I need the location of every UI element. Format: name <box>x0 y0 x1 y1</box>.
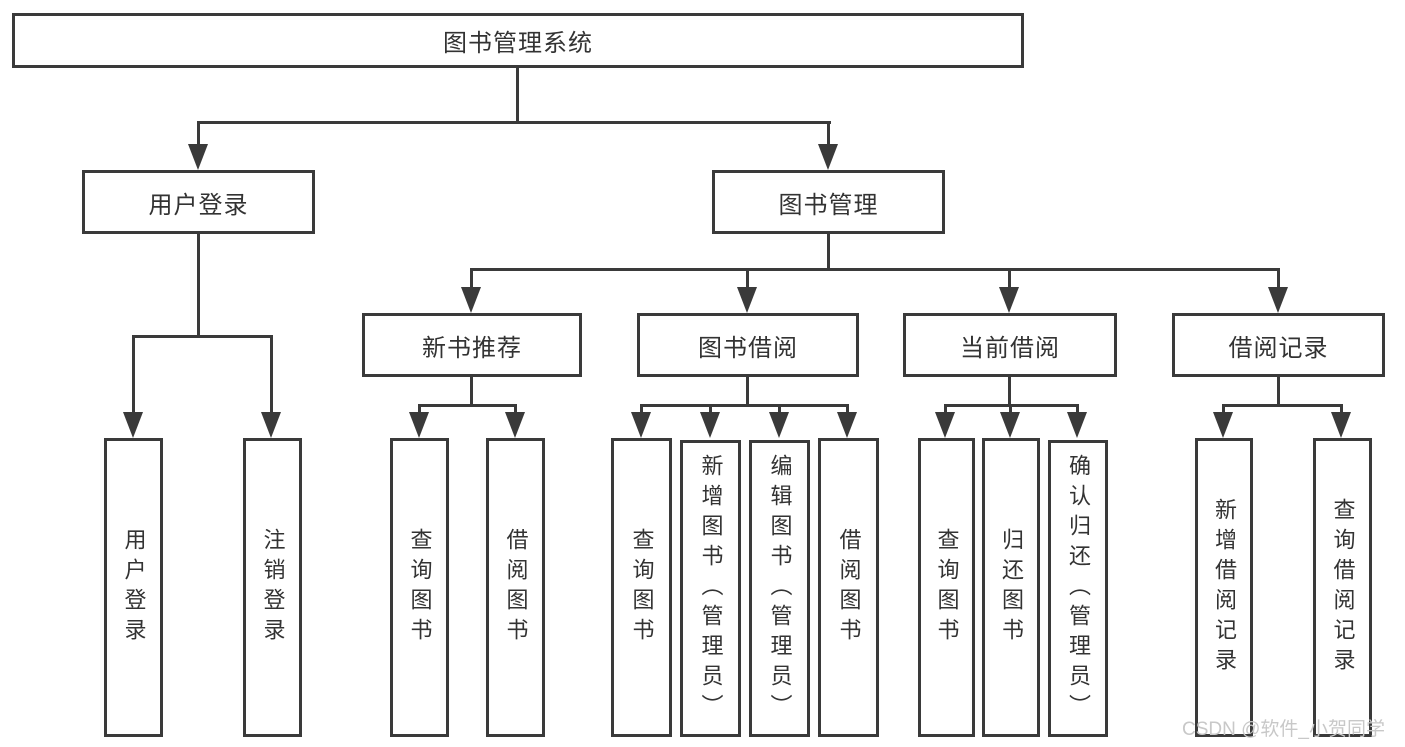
leaf-records-add-record-label: 新增借阅记录 <box>1212 497 1237 678</box>
arrow-down-icon <box>1331 412 1351 438</box>
arrow-down-icon <box>999 287 1019 313</box>
node-new-book-recommend-label: 新书推荐 <box>422 334 522 362</box>
connector-line <box>132 335 135 417</box>
connector-line <box>1340 404 1343 416</box>
node-root: 图书管理系统 <box>12 13 1024 68</box>
connector-line <box>746 377 749 406</box>
node-borrow-records: 借阅记录 <box>1172 313 1385 377</box>
csdn-watermark: CSDN @软件_小贺同学 <box>1182 719 1385 740</box>
connector-line <box>514 404 517 416</box>
connector-line <box>1277 268 1280 292</box>
connector-line <box>197 234 200 337</box>
leaf-current-return-books: 归还图书 <box>982 438 1040 737</box>
leaf-current-query-books-label: 查询图书 <box>934 527 960 648</box>
arrow-down-icon <box>461 287 481 313</box>
connector-line <box>197 121 831 124</box>
leaf-borrow-borrow-books-label: 借阅图书 <box>836 527 862 648</box>
connector-line <box>470 377 473 406</box>
connector-line <box>270 335 273 417</box>
leaf-records-query-record: 查询借阅记录 <box>1313 438 1372 737</box>
leaf-logout-label: 注销登录 <box>260 527 286 648</box>
leaf-user-login-label: 用户登录 <box>121 527 147 648</box>
arrow-down-icon <box>737 287 757 313</box>
connector-line <box>1008 268 1011 292</box>
leaf-newbooks-query-books-label: 查询图书 <box>407 527 433 648</box>
connector-line <box>418 404 421 416</box>
node-new-book-recommend: 新书推荐 <box>362 313 582 377</box>
connector-line <box>746 268 749 292</box>
arrow-down-icon <box>505 412 525 438</box>
connector-line <box>827 121 830 149</box>
node-book-management: 图书管理 <box>712 170 945 234</box>
connector-line <box>778 404 781 416</box>
leaf-records-add-record: 新增借阅记录 <box>1195 438 1253 737</box>
node-user-login: 用户登录 <box>82 170 315 234</box>
leaf-borrow-borrow-books: 借阅图书 <box>818 438 879 737</box>
leaf-newbooks-borrow-books: 借阅图书 <box>486 438 545 737</box>
leaf-current-query-books: 查询图书 <box>918 438 975 737</box>
connector-line <box>846 404 849 416</box>
arrow-down-icon <box>818 144 838 170</box>
node-current-borrowing: 当前借阅 <box>903 313 1117 377</box>
connector-line <box>132 335 273 338</box>
arrow-down-icon <box>409 412 429 438</box>
connector-line <box>1222 404 1343 407</box>
node-borrow-records-label: 借阅记录 <box>1228 334 1329 362</box>
connector-line <box>944 404 947 416</box>
connector-line <box>827 234 830 270</box>
connector-line <box>640 404 849 407</box>
node-book-management-label: 图书管理 <box>778 191 879 219</box>
node-user-login-label: 用户登录 <box>148 191 249 219</box>
leaf-borrow-edit-books-admin: 编辑图书（管理员） <box>749 440 810 737</box>
leaf-borrow-add-books-admin: 新增图书（管理员） <box>680 440 741 737</box>
arrow-down-icon <box>1067 412 1087 438</box>
leaf-borrow-query-books-label: 查询图书 <box>629 527 655 648</box>
connector-line <box>1222 404 1225 416</box>
connector-line <box>516 68 519 123</box>
leaf-current-confirm-return-admin-label: 确认归还（管理员） <box>1066 453 1091 724</box>
leaf-records-query-record-label: 查询借阅记录 <box>1330 497 1356 678</box>
arrow-down-icon <box>837 412 857 438</box>
leaf-newbooks-borrow-books-label: 借阅图书 <box>503 527 529 648</box>
arrow-down-icon <box>631 412 651 438</box>
connector-line <box>1277 377 1280 406</box>
connector-line <box>418 404 517 407</box>
arrow-down-icon <box>1268 287 1288 313</box>
arrow-down-icon <box>123 412 143 438</box>
leaf-borrow-query-books: 查询图书 <box>611 438 672 737</box>
connector-line <box>470 268 473 292</box>
connector-line <box>197 121 200 149</box>
leaf-borrow-add-books-admin-label: 新增图书（管理员） <box>698 453 724 724</box>
arrow-down-icon <box>1213 412 1233 438</box>
connector-line <box>709 404 712 416</box>
node-current-borrowing-label: 当前借阅 <box>960 334 1060 362</box>
arrow-down-icon <box>935 412 955 438</box>
connector-line <box>1009 404 1012 416</box>
arrow-down-icon <box>261 412 281 438</box>
leaf-current-return-books-label: 归还图书 <box>999 527 1024 648</box>
connector-line <box>470 268 1280 271</box>
arrow-down-icon <box>700 412 720 438</box>
leaf-current-confirm-return-admin: 确认归还（管理员） <box>1048 440 1108 737</box>
connector-line <box>1076 404 1079 416</box>
node-book-borrowing-label: 图书借阅 <box>698 334 798 362</box>
arrow-down-icon <box>769 412 789 438</box>
leaf-user-login: 用户登录 <box>104 438 163 737</box>
leaf-logout: 注销登录 <box>243 438 302 737</box>
connector-line <box>1008 377 1011 406</box>
node-root-label: 图书管理系统 <box>443 30 593 57</box>
leaf-newbooks-query-books: 查询图书 <box>390 438 449 737</box>
arrow-down-icon <box>1000 412 1020 438</box>
arrow-down-icon <box>188 144 208 170</box>
leaf-borrow-edit-books-admin-label: 编辑图书（管理员） <box>767 453 793 724</box>
node-book-borrowing: 图书借阅 <box>637 313 859 377</box>
connector-line <box>640 404 643 416</box>
